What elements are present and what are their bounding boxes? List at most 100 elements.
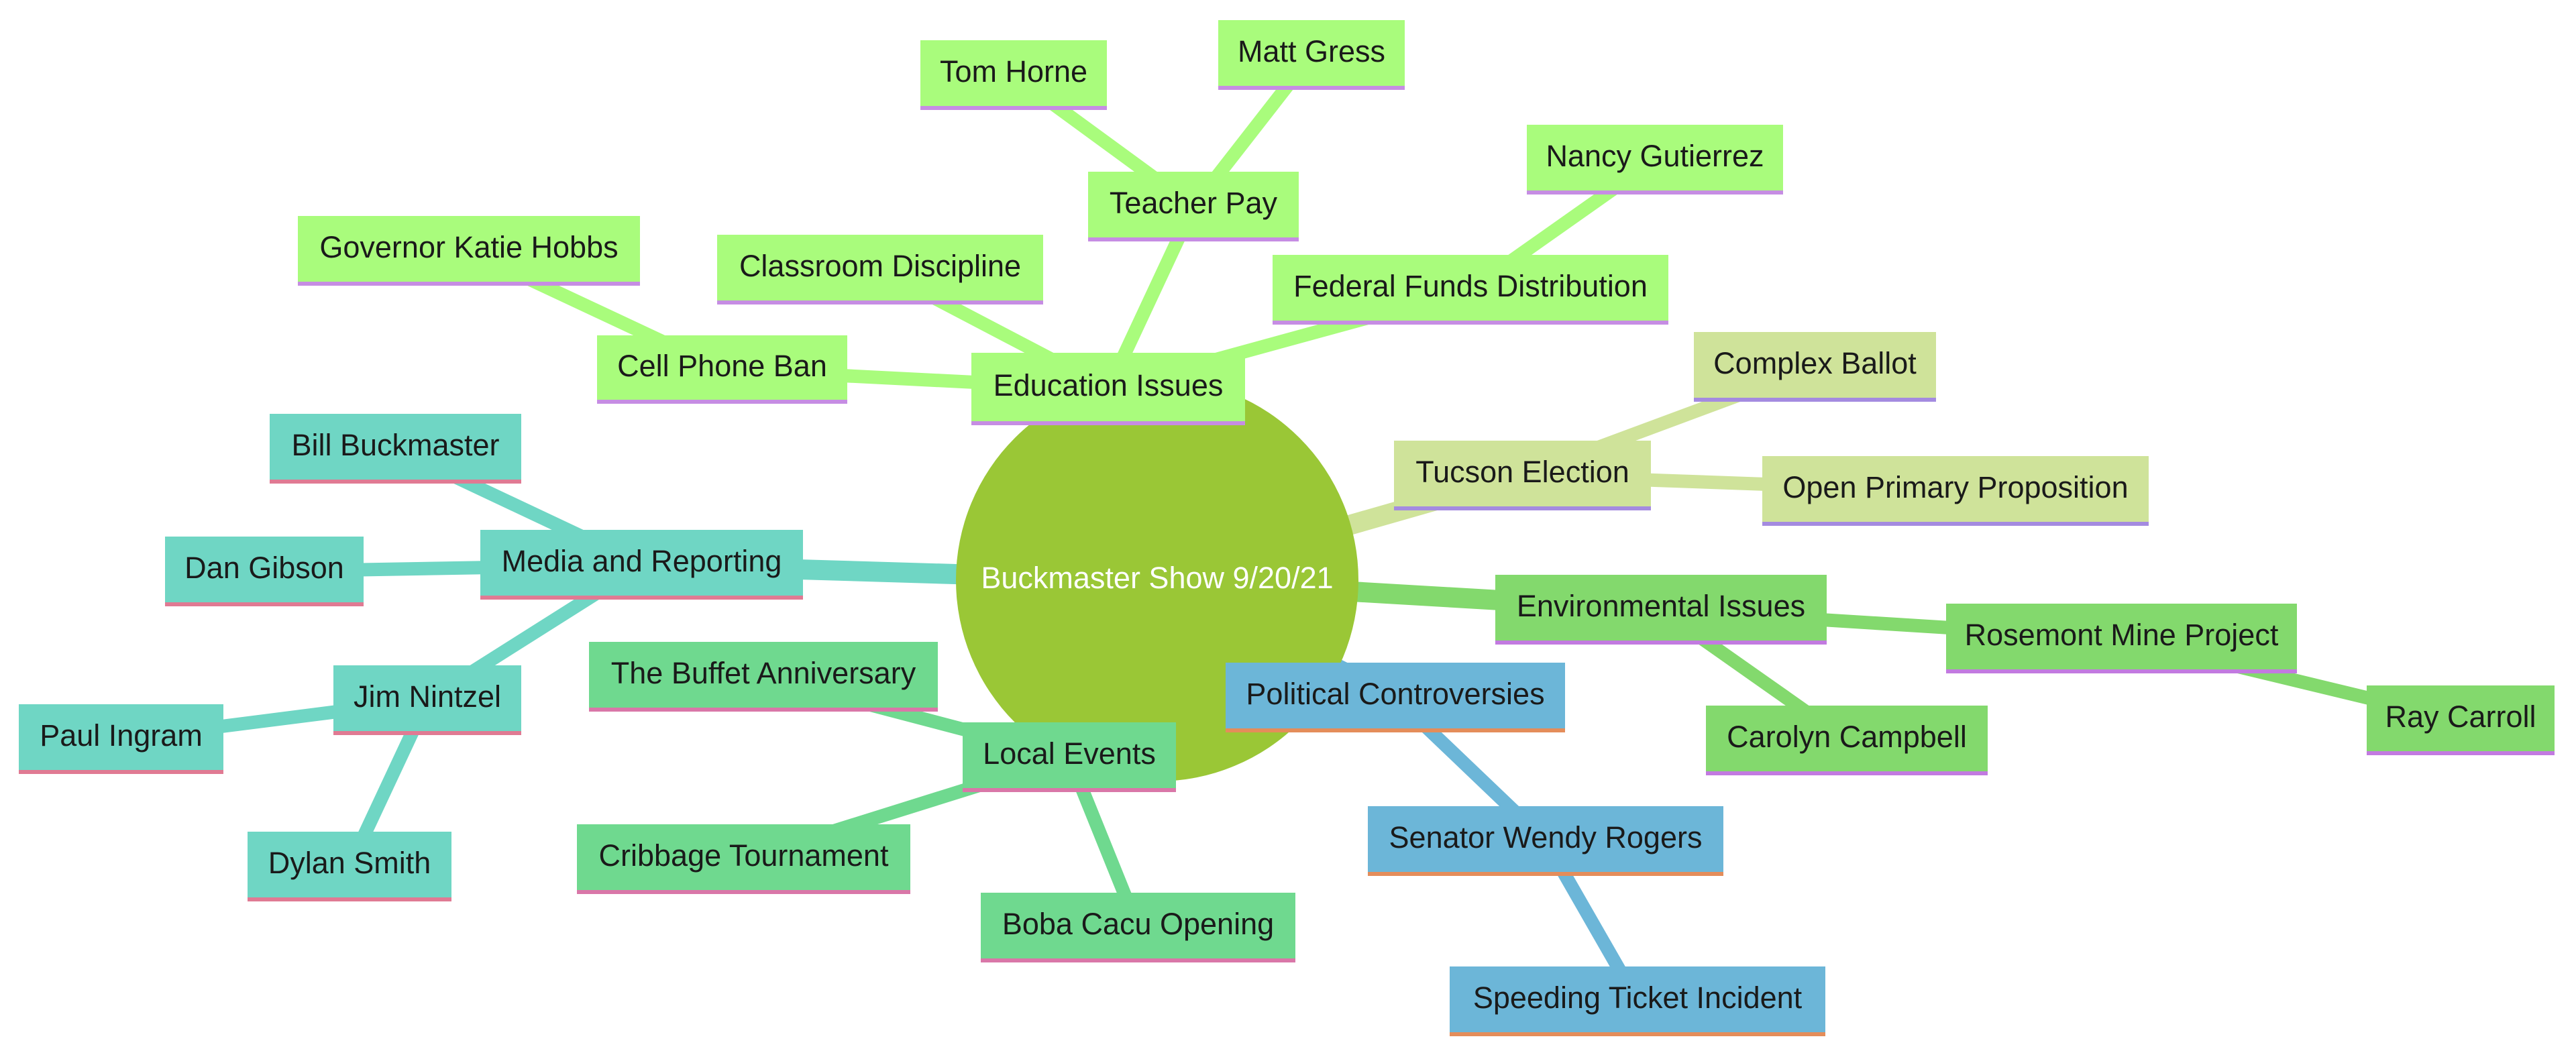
node-box-rosemont — [1946, 604, 2297, 673]
node-teacherpay[interactable]: Teacher Pay — [1088, 172, 1299, 241]
node-box-boba — [981, 893, 1295, 962]
node-label-gress: Matt Gress — [1238, 34, 1385, 68]
node-underline-nintzel — [333, 731, 521, 735]
node-underline-political — [1226, 728, 1565, 732]
node-label-hobbs: Governor Katie Hobbs — [319, 230, 618, 264]
node-label-cribbage: Cribbage Tournament — [599, 838, 889, 873]
node-hobbs[interactable]: Governor Katie Hobbs — [298, 216, 640, 286]
node-label-education: Education Issues — [994, 368, 1224, 402]
node-cellphone[interactable]: Cell Phone Ban — [597, 335, 847, 404]
node-underline-rogers — [1368, 872, 1723, 876]
node-box-discipline — [717, 235, 1043, 304]
node-tucson[interactable]: Tucson Election — [1394, 441, 1651, 510]
node-campbell[interactable]: Carolyn Campbell — [1706, 706, 1988, 775]
node-label-nintzel: Jim Nintzel — [354, 679, 501, 714]
node-box-nintzel — [333, 665, 521, 735]
node-label-ballot: Complex Ballot — [1713, 346, 1917, 380]
node-label-federal: Federal Funds Distribution — [1293, 269, 1648, 303]
node-underline-gress — [1218, 86, 1405, 90]
node-label-smith: Dylan Smith — [268, 846, 431, 880]
node-box-local — [963, 722, 1176, 792]
node-local[interactable]: Local Events — [963, 722, 1176, 792]
node-underline-cribbage — [577, 890, 910, 894]
node-gutierrez[interactable]: Nancy Gutierrez — [1527, 125, 1783, 195]
node-box-gibson — [165, 537, 364, 606]
node-smith[interactable]: Dylan Smith — [248, 832, 451, 901]
node-underline-teacherpay — [1088, 237, 1299, 241]
node-label-gibson: Dan Gibson — [184, 551, 344, 585]
node-label-environment: Environmental Issues — [1517, 589, 1805, 623]
node-political[interactable]: Political Controversies — [1226, 663, 1565, 732]
node-underline-federal — [1273, 321, 1668, 325]
node-label-carroll: Ray Carroll — [2385, 700, 2536, 734]
node-box-ballot — [1694, 332, 1936, 402]
node-box-buckmaster — [270, 414, 521, 484]
node-underline-rosemont — [1946, 669, 2297, 673]
node-label-political: Political Controversies — [1246, 677, 1544, 711]
node-label-tucson: Tucson Election — [1415, 455, 1629, 489]
node-carroll[interactable]: Ray Carroll — [2367, 685, 2555, 755]
node-underline-buffet — [589, 708, 938, 712]
node-rogers[interactable]: Senator Wendy Rogers — [1368, 806, 1723, 876]
node-box-hobbs — [298, 216, 640, 286]
node-label-cellphone: Cell Phone Ban — [617, 349, 827, 383]
node-ballot[interactable]: Complex Ballot — [1694, 332, 1936, 402]
node-underline-boba — [981, 958, 1295, 962]
node-nintzel[interactable]: Jim Nintzel — [333, 665, 521, 735]
node-box-education — [971, 353, 1245, 425]
node-label-campbell: Carolyn Campbell — [1727, 720, 1967, 754]
node-environment[interactable]: Environmental Issues — [1495, 575, 1827, 645]
node-horne[interactable]: Tom Horne — [920, 40, 1107, 110]
node-box-environment — [1495, 575, 1827, 645]
node-cribbage[interactable]: Cribbage Tournament — [577, 824, 910, 894]
node-gibson[interactable]: Dan Gibson — [165, 537, 364, 606]
node-gress[interactable]: Matt Gress — [1218, 20, 1405, 90]
node-box-smith — [248, 832, 451, 901]
node-underline-discipline — [717, 300, 1043, 304]
node-underline-media — [480, 596, 803, 600]
node-box-cribbage — [577, 824, 910, 894]
node-label-ingram: Paul Ingram — [40, 718, 203, 753]
node-underline-hobbs — [298, 282, 640, 286]
node-underline-gutierrez — [1527, 190, 1783, 195]
node-underline-local — [963, 788, 1176, 792]
node-box-primary — [1762, 456, 2149, 526]
node-speeding[interactable]: Speeding Ticket Incident — [1450, 966, 1825, 1036]
node-box-gress — [1218, 20, 1405, 90]
node-education[interactable]: Education Issues — [971, 353, 1245, 425]
node-box-campbell — [1706, 706, 1988, 775]
node-label-boba: Boba Cacu Opening — [1002, 907, 1274, 941]
node-underline-horne — [920, 106, 1107, 110]
node-label-teacherpay: Teacher Pay — [1110, 186, 1278, 220]
node-label-gutierrez: Nancy Gutierrez — [1546, 139, 1764, 173]
node-underline-speeding — [1450, 1032, 1825, 1036]
mindmap-nodes: Education Issues Cell Phone Ban Governor K… — [19, 20, 2555, 1036]
node-underline-primary — [1762, 522, 2149, 526]
node-box-media — [480, 530, 803, 600]
node-label-media: Media and Reporting — [502, 544, 782, 578]
node-ingram[interactable]: Paul Ingram — [19, 704, 223, 774]
node-box-cellphone — [597, 335, 847, 404]
node-label-speeding: Speeding Ticket Incident — [1473, 981, 1803, 1015]
node-underline-buckmaster — [270, 480, 521, 484]
node-box-teacherpay — [1088, 172, 1299, 241]
node-boba[interactable]: Boba Cacu Opening — [981, 893, 1295, 962]
node-underline-ingram — [19, 770, 223, 774]
node-label-buffet: The Buffet Anniversary — [611, 656, 916, 690]
node-underline-education — [971, 421, 1245, 425]
node-label-rogers: Senator Wendy Rogers — [1389, 820, 1703, 854]
node-media[interactable]: Media and Reporting — [480, 530, 803, 600]
node-discipline[interactable]: Classroom Discipline — [717, 235, 1043, 304]
node-label-primary: Open Primary Proposition — [1782, 470, 2128, 504]
node-primary[interactable]: Open Primary Proposition — [1762, 456, 2149, 526]
node-federal[interactable]: Federal Funds Distribution — [1273, 255, 1668, 325]
node-label-horne: Tom Horne — [940, 54, 1087, 89]
node-rosemont[interactable]: Rosemont Mine Project — [1946, 604, 2297, 673]
node-buffet[interactable]: The Buffet Anniversary — [589, 642, 938, 712]
node-underline-gibson — [165, 602, 364, 606]
node-box-horne — [920, 40, 1107, 110]
node-buckmaster[interactable]: Bill Buckmaster — [270, 414, 521, 484]
node-underline-carroll — [2367, 751, 2555, 755]
node-underline-tucson — [1394, 506, 1651, 510]
